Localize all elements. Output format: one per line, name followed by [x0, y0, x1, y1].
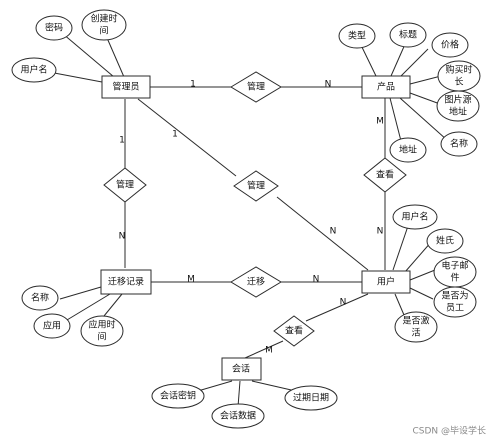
svg-text:员工: 员工 — [446, 303, 464, 314]
svg-text:密码: 密码 — [45, 22, 63, 34]
svg-text:会话密钥: 会话密钥 — [160, 390, 196, 402]
attribute-admin-created-time[interactable]: 创建时 间 — [81, 9, 127, 41]
connector-lines — [48, 27, 448, 408]
attribute-user-is-employee[interactable]: 是否为 员工 — [433, 286, 477, 318]
relationship-admin-migration[interactable]: 管理 — [103, 167, 147, 203]
attribute-user-is-active[interactable]: 是否激 活 — [394, 311, 438, 343]
svg-text:是否为: 是否为 — [441, 290, 468, 302]
cardinality-migration-user-n: N — [313, 275, 320, 285]
relationship-product-user-label: 查看 — [376, 169, 394, 181]
attribute-session-key[interactable]: 会话密钥 — [151, 383, 205, 409]
attribute-product-price[interactable]: 价格 — [431, 32, 469, 58]
svg-text:购买时: 购买时 — [445, 64, 472, 76]
entity-user-label: 用户 — [377, 276, 395, 288]
svg-text:间: 间 — [99, 25, 108, 37]
relationship-user-session-label: 查看 — [285, 325, 303, 337]
relationship-admin-user[interactable]: 管理 — [233, 170, 279, 202]
svg-text:用户名: 用户名 — [401, 211, 428, 223]
svg-text:标题: 标题 — [399, 29, 417, 41]
entity-product[interactable]: 产品 — [361, 75, 411, 99]
relationship-admin-product-label: 管理 — [247, 81, 265, 93]
svg-text:创建时: 创建时 — [90, 13, 117, 25]
cardinality-migration-user-m: M — [187, 275, 195, 285]
relationship-admin-product[interactable]: 管理 — [230, 71, 282, 103]
svg-text:活: 活 — [411, 327, 420, 339]
svg-text:地址: 地址 — [399, 144, 417, 156]
entity-migration-label: 迁移记录 — [108, 276, 144, 288]
svg-text:会话数据: 会话数据 — [220, 410, 256, 422]
relationship-product-user[interactable]: 查看 — [363, 157, 407, 193]
cardinality-admin-migration-1: 1 — [119, 136, 125, 146]
cardinality-admin-user-n: N — [330, 227, 337, 237]
attribute-session-expire[interactable]: 过期日期 — [284, 385, 338, 411]
entity-admin-label: 管理员 — [112, 81, 139, 93]
cardinality-labels: 1 N 1 N 1 N M N M N N M — [119, 80, 384, 356]
entity-user[interactable]: 用户 — [361, 270, 411, 294]
cardinality-user-session-n: N — [340, 298, 347, 308]
attribute-user-email[interactable]: 电子邮 件 — [433, 256, 477, 288]
entity-migration[interactable]: 迁移记录 — [100, 269, 152, 295]
relationship-admin-migration-label: 管理 — [116, 179, 134, 191]
watermark: CSDN @毕设学长 — [412, 425, 486, 437]
attribute-product-name[interactable]: 名称 — [440, 131, 478, 157]
attribute-user-username[interactable]: 用户名 — [392, 204, 438, 230]
svg-text:地址: 地址 — [449, 106, 467, 118]
cardinality-admin-migration-n: N — [119, 232, 126, 242]
cardinality-admin-user-1: 1 — [172, 130, 178, 140]
attribute-product-image-url[interactable]: 图片源 地址 — [436, 90, 480, 122]
attribute-admin-password[interactable]: 密码 — [35, 15, 73, 41]
cardinality-product-user-m: M — [376, 117, 384, 127]
cardinality-product-user-n: N — [377, 227, 384, 237]
entity-session[interactable]: 会话 — [221, 357, 262, 381]
relationship-user-session[interactable]: 查看 — [273, 315, 315, 347]
svg-text:应用时: 应用时 — [88, 319, 115, 331]
relationship-migration-user[interactable]: 迁移 — [230, 266, 282, 298]
relationship-admin-user-label: 管理 — [247, 180, 265, 192]
entity-product-label: 产品 — [377, 81, 395, 93]
svg-text:用户名: 用户名 — [20, 64, 47, 76]
svg-text:图片源: 图片源 — [444, 94, 471, 106]
entity-admin[interactable]: 管理员 — [101, 75, 151, 99]
svg-text:长: 长 — [454, 76, 463, 88]
attribute-product-address[interactable]: 地址 — [389, 137, 427, 163]
svg-text:电子邮: 电子邮 — [441, 260, 468, 272]
svg-text:过期日期: 过期日期 — [293, 392, 329, 404]
svg-text:类型: 类型 — [348, 30, 366, 42]
svg-text:件: 件 — [450, 272, 459, 284]
attribute-user-surname[interactable]: 姓氏 — [426, 228, 464, 254]
attribute-product-type[interactable]: 类型 — [338, 23, 376, 49]
attribute-migration-app[interactable]: 应用 — [33, 313, 71, 339]
svg-text:名称: 名称 — [450, 138, 468, 150]
attribute-migration-app-time[interactable]: 应用时 间 — [80, 315, 124, 347]
svg-text:间: 间 — [97, 331, 106, 343]
attribute-session-data[interactable]: 会话数据 — [211, 403, 265, 429]
entity-session-label: 会话 — [232, 363, 250, 375]
cardinality-admin-product-n: N — [325, 80, 332, 90]
attribute-migration-name[interactable]: 名称 — [21, 285, 59, 311]
svg-text:名称: 名称 — [31, 292, 49, 304]
attribute-product-purchase-time[interactable]: 购买时 长 — [437, 60, 481, 92]
relationship-migration-user-label: 迁移 — [247, 276, 265, 288]
svg-text:是否激: 是否激 — [402, 315, 429, 327]
attribute-admin-username[interactable]: 用户名 — [11, 57, 57, 83]
cardinality-user-session-m: M — [265, 346, 273, 356]
cardinality-admin-product-1: 1 — [190, 80, 196, 90]
attribute-product-title[interactable]: 标题 — [389, 22, 427, 48]
svg-text:姓氏: 姓氏 — [436, 235, 454, 247]
svg-text:应用: 应用 — [43, 320, 61, 332]
svg-text:价格: 价格 — [441, 39, 459, 51]
